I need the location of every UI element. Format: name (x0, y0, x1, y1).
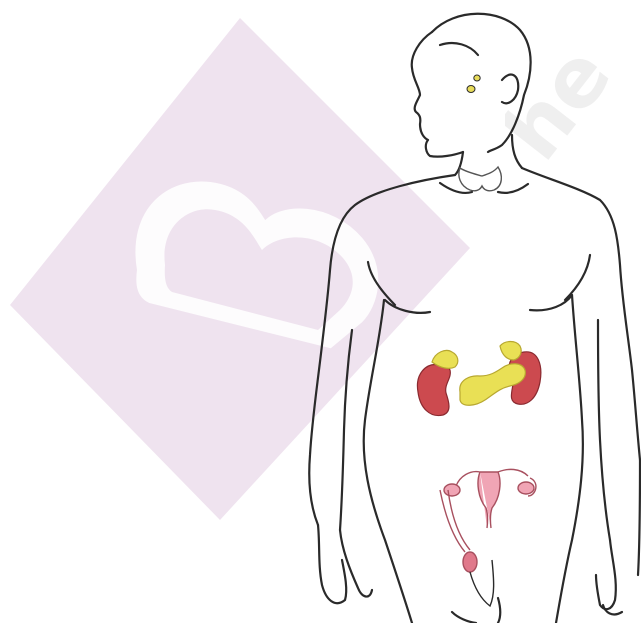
watermark-label: he (505, 29, 630, 177)
watermark-text: he (505, 20, 641, 180)
uterus-ovaries-icon (444, 469, 536, 528)
watermark-logo (10, 18, 470, 520)
thyroid-gland-icon (459, 167, 501, 191)
pituitary-gland-icon (467, 75, 480, 93)
